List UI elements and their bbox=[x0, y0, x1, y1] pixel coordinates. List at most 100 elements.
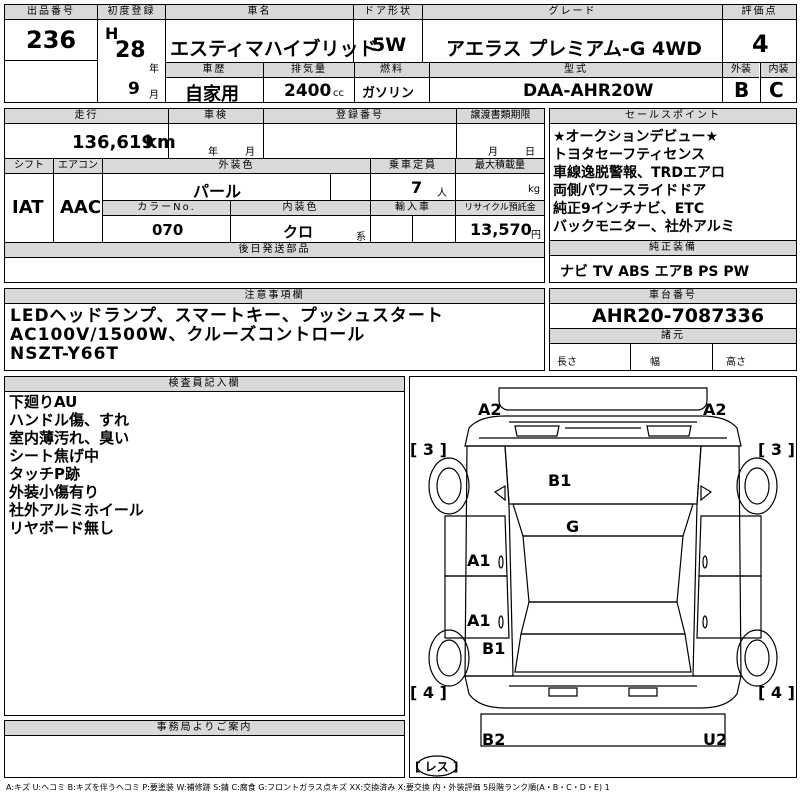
yen-unit: 円 bbox=[531, 230, 541, 241]
inspection-label: 車検 bbox=[169, 109, 263, 124]
inspector-section bbox=[4, 376, 405, 716]
door-type-label: ドア形状 bbox=[354, 5, 422, 20]
sales-point-list: ★オークションデビュー★ トヨタセーフティセンス 車線逸脱警報、TRDエアロ 両… bbox=[553, 128, 796, 236]
sales-point-section bbox=[549, 108, 797, 283]
score: 4 bbox=[752, 30, 769, 58]
inspector-note: 社外アルミホイール bbox=[9, 501, 144, 519]
model-code-label: 型式 bbox=[430, 63, 722, 78]
inspector-note: リヤボード無し bbox=[9, 519, 115, 537]
mark-hood: B1 bbox=[548, 471, 572, 490]
fuel-label: 燃料 bbox=[355, 63, 429, 78]
ext-color-label: 外装色 bbox=[103, 159, 370, 174]
car-diagram-section bbox=[409, 376, 797, 778]
rear-body-outline bbox=[464, 675, 742, 709]
length-label: 長さ bbox=[557, 357, 577, 368]
office-info-label: 事務局よりご案内 bbox=[5, 721, 404, 736]
mark-rear-left: B2 bbox=[482, 730, 506, 749]
sales-point-item: ★オークションデビュー★ bbox=[553, 129, 719, 145]
exterior-grade: B bbox=[734, 78, 750, 102]
notes-label: 注意事項欄 bbox=[5, 289, 544, 304]
rear-bumper-outline bbox=[480, 713, 726, 747]
interior-grade: C bbox=[769, 78, 784, 102]
notes-list: LEDヘッドランプ、スマートキー、プッシュスタート AC100V/1500W、ク… bbox=[10, 307, 444, 364]
import-label: 輸入車 bbox=[371, 201, 455, 216]
inspector-note: 室内薄汚れ、臭い bbox=[9, 429, 130, 447]
sales-point-item: トヨタセーフティセンス bbox=[553, 147, 706, 163]
front-body-outline bbox=[464, 415, 742, 447]
grade-label: グレード bbox=[423, 5, 722, 20]
chassis-no: AHR20-7087336 bbox=[592, 305, 765, 327]
model-code: DAA-AHR20W bbox=[523, 81, 654, 101]
color-no: 070 bbox=[152, 221, 184, 239]
front-bumper-outline bbox=[498, 387, 708, 411]
month-unit: 月 bbox=[149, 90, 159, 101]
mark-left-rear-tire: [ 4 ] bbox=[410, 683, 447, 702]
genuine-equip-label: 純正装備 bbox=[550, 241, 796, 256]
sales-point-label: セールスポイント bbox=[550, 109, 796, 124]
transfer-month-unit: 月 bbox=[488, 147, 498, 158]
mark-front-right: A2 bbox=[703, 400, 727, 419]
fuel: ガソリン bbox=[362, 86, 415, 101]
sales-point-item: 車線逸脱警報、TRDエアロ bbox=[553, 165, 725, 181]
width-label: 幅 bbox=[650, 357, 660, 368]
inspector-note: ハンドル傷、すれ bbox=[9, 411, 130, 429]
dimensions-label: 諸元 bbox=[550, 329, 796, 344]
note-line: NSZT-Y66T bbox=[10, 344, 120, 364]
capacity: 7 bbox=[411, 178, 423, 197]
car-name: エスティマハイブリッド bbox=[170, 38, 378, 60]
transfer-day-unit: 日 bbox=[525, 147, 535, 158]
genuine-equipment: ナビ TV ABS エアB PS PW bbox=[560, 264, 750, 280]
series-unit: 系 bbox=[356, 232, 366, 243]
hood-outline bbox=[504, 445, 702, 505]
right-side-outline bbox=[692, 445, 742, 677]
legend: A:キズ U:ヘコミ B:キズを伴うヘコミ P:要塗装 W:補修跡 S:錆 C:… bbox=[6, 783, 610, 792]
mark-roof: G bbox=[566, 517, 580, 536]
office-info-section bbox=[4, 720, 405, 778]
heisei-mark: H bbox=[105, 24, 119, 43]
door-type: 5W bbox=[372, 34, 407, 56]
windshield-outline bbox=[512, 503, 694, 537]
history-label: 車歴 bbox=[166, 63, 263, 78]
mark-front-left: A2 bbox=[478, 400, 502, 419]
later-parts-label: 後日発送部品 bbox=[5, 243, 544, 258]
interior-label: 内装 bbox=[761, 63, 796, 78]
score-label: 評価点 bbox=[723, 5, 796, 20]
color-no-label: カラーNo. bbox=[103, 201, 230, 216]
car-name-label: 車名 bbox=[166, 5, 353, 20]
sales-point-item: バックモニター、社外アルミ bbox=[553, 219, 735, 235]
height-label: 高さ bbox=[726, 357, 746, 368]
displacement-label: 排気量 bbox=[264, 63, 354, 78]
info-section bbox=[4, 108, 545, 283]
lot-no: 236 bbox=[26, 26, 77, 54]
mark-left-front-tire: [ 3 ] bbox=[410, 440, 447, 459]
reg-no-label: 登録番号 bbox=[264, 109, 456, 124]
transfer-label: 譲渡書類期限 bbox=[457, 109, 544, 124]
mark-right-rear-tire: [ 4 ] bbox=[758, 683, 795, 702]
roof-outline bbox=[522, 535, 684, 603]
shift: IAT bbox=[12, 197, 44, 218]
recycle: 13,570 bbox=[470, 220, 532, 239]
first-reg-month: 9 bbox=[128, 79, 140, 99]
mark-left-front-door: A1 bbox=[467, 551, 491, 570]
inspection-year-unit: 年 bbox=[208, 147, 218, 158]
capacity-label: 乗車定員 bbox=[371, 159, 455, 174]
rear-window-outline bbox=[520, 601, 686, 635]
km-unit: km bbox=[145, 132, 176, 153]
aircon: AAC bbox=[60, 197, 102, 218]
notes-section bbox=[4, 288, 545, 371]
rear-hatch-outline bbox=[514, 633, 692, 673]
inspector-note: シート焦げ中 bbox=[9, 447, 100, 465]
inspector-note: タッチP跡 bbox=[9, 465, 80, 483]
tire-front-left bbox=[428, 457, 470, 515]
tire-rear-left bbox=[428, 629, 470, 687]
mark-left-rear-quarter: B1 bbox=[482, 639, 506, 658]
cc-unit: cc bbox=[333, 88, 344, 99]
max-load-label: 最大積載量 bbox=[456, 159, 544, 174]
sales-point-item: 両側パワースライドドア bbox=[553, 183, 707, 199]
aircon-label: エアコン bbox=[54, 159, 102, 174]
inspector-notes-list: 下廻りAU ハンドル傷、すれ 室内薄汚れ、臭い シート焦げ中 タッチP跡 外装小… bbox=[9, 393, 144, 537]
inspector-note: 外装小傷有り bbox=[9, 483, 100, 501]
displacement: 2400 bbox=[284, 81, 332, 101]
exterior-label: 外装 bbox=[723, 63, 759, 78]
person-unit: 人 bbox=[437, 188, 447, 199]
